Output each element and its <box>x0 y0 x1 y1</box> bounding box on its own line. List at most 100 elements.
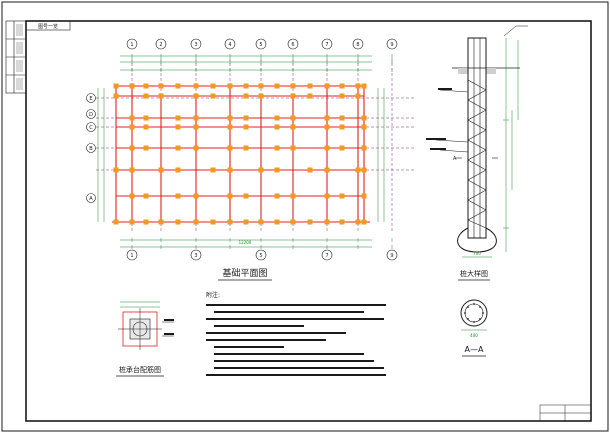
pile-detail-title: 桩大样图 <box>460 269 488 278</box>
pile-marker <box>158 83 164 89</box>
sheet-tag-text: 图号一览 <box>38 23 58 30</box>
pile-marker <box>339 145 345 151</box>
axis-bubble <box>126 249 138 261</box>
pile-marker <box>175 145 181 151</box>
pile-marker <box>143 93 149 99</box>
pile-marker <box>210 167 216 173</box>
pile-marker <box>243 83 249 89</box>
axis-label: 1 <box>130 42 133 48</box>
pile-marker <box>143 124 149 130</box>
axis-bubble <box>321 249 333 261</box>
pile-marker <box>361 145 367 151</box>
pile-marker <box>143 193 149 199</box>
pile-marker <box>227 124 233 130</box>
pile-marker <box>324 115 330 121</box>
pile-marker <box>129 219 135 225</box>
pile-marker <box>193 124 199 130</box>
axis-label: 1 <box>130 253 133 259</box>
pile-marker <box>307 83 313 89</box>
pile-marker <box>361 219 367 225</box>
axis-bubble <box>190 38 202 50</box>
pile-marker <box>324 219 330 225</box>
left-title-strip <box>5 20 27 94</box>
pile-marker <box>158 167 164 173</box>
pile-marker <box>274 219 280 225</box>
pile-section-aa: 400 <box>460 299 488 338</box>
drawing-frame <box>25 20 592 422</box>
title-block <box>539 404 592 422</box>
pile-marker <box>290 219 296 225</box>
axis-bubble <box>86 93 96 103</box>
pile-marker <box>290 124 296 130</box>
axis-bubble <box>386 249 398 261</box>
pile-marker <box>210 219 216 225</box>
axis-label: 7 <box>325 42 328 48</box>
pile-marker <box>129 145 135 151</box>
axis-bubble <box>321 38 333 50</box>
pile-marker <box>274 145 280 151</box>
axis-bubble <box>155 38 167 50</box>
pile-marker <box>158 219 164 225</box>
axis-bubble <box>386 38 398 50</box>
pile-marker <box>274 115 280 121</box>
pile-marker <box>258 167 264 173</box>
pile-marker <box>243 124 249 130</box>
pile-marker <box>227 167 233 173</box>
pile-marker <box>290 83 296 89</box>
pile-marker <box>355 83 361 89</box>
pile-marker <box>258 219 264 225</box>
pile-marker <box>324 124 330 130</box>
pile-marker <box>307 167 313 173</box>
pile-marker <box>129 124 135 130</box>
axis-bubble <box>287 38 299 50</box>
axis-label: B <box>89 146 93 152</box>
pile-marker <box>175 219 181 225</box>
pile-marker <box>290 193 296 199</box>
axis-label: 5 <box>259 42 262 48</box>
axis-bubble <box>86 193 96 203</box>
axis-label: 7 <box>325 253 328 259</box>
axis-bubble <box>255 38 267 50</box>
pile-marker <box>175 193 181 199</box>
pile-marker <box>361 167 367 173</box>
pile-marker <box>227 219 233 225</box>
axis-label: 3 <box>194 253 197 259</box>
pile-marker <box>129 83 135 89</box>
axis-label: E <box>89 96 92 102</box>
pile-marker <box>227 193 233 199</box>
pile-marker <box>143 145 149 151</box>
pile-marker <box>290 115 296 121</box>
pile-marker <box>339 193 345 199</box>
pile-marker <box>243 93 249 99</box>
pile-marker <box>339 115 345 121</box>
pile-marker <box>361 115 367 121</box>
pile-marker <box>355 93 361 99</box>
pile-marker <box>324 145 330 151</box>
pile-marker <box>243 219 249 225</box>
section-cut-left: A <box>453 156 457 162</box>
pile-marker <box>175 115 181 121</box>
pile-marker <box>274 167 280 173</box>
pile-marker <box>361 83 367 89</box>
pile-marker <box>243 115 249 121</box>
axis-label: A <box>89 196 93 202</box>
notes-title: 附注: <box>206 291 220 299</box>
pile-marker <box>227 145 233 151</box>
pile-marker <box>258 93 264 99</box>
axis-label: 9 <box>390 42 393 48</box>
pile-width-dim: 700 <box>473 251 481 256</box>
cap-title: 桩承台配筋图 <box>119 365 161 374</box>
pile-marker <box>175 83 181 89</box>
axis-bubble <box>126 38 138 50</box>
pile-marker <box>324 83 330 89</box>
axis-label: 3 <box>194 42 197 48</box>
pile-marker <box>355 219 361 225</box>
pile-marker <box>193 93 199 99</box>
axis-label: 2 <box>159 42 162 48</box>
pile-marker <box>361 124 367 130</box>
pile-marker <box>129 193 135 199</box>
axis-label: 4 <box>228 42 231 48</box>
pile-marker <box>307 93 313 99</box>
pile-detail: 700 A <box>426 25 528 258</box>
